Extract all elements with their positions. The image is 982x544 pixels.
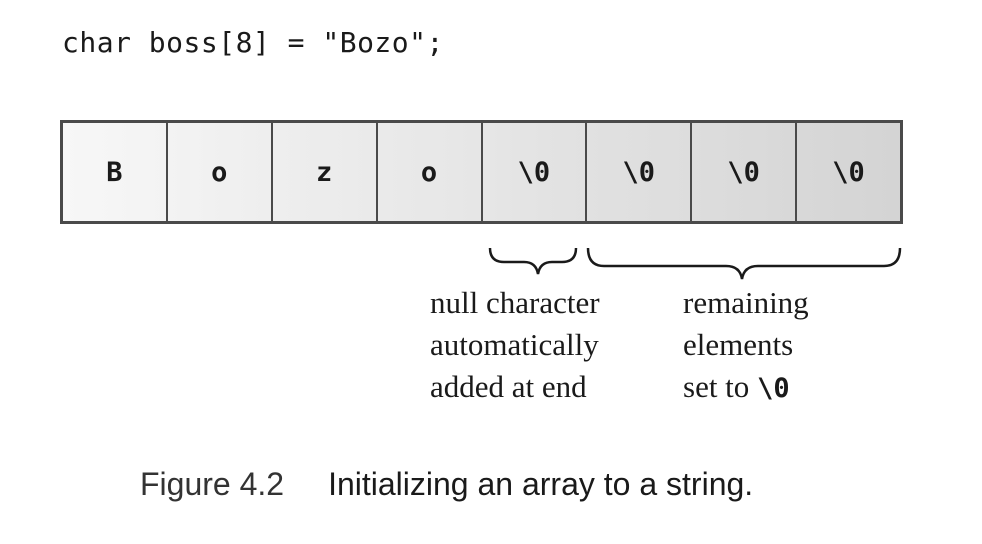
array-cell-4: \0 (482, 123, 588, 221)
array-cell-3: o (377, 123, 483, 221)
array-cell-7: \0 (797, 123, 900, 221)
array-cell-5: \0 (587, 123, 693, 221)
array-cell-6: \0 (692, 123, 798, 221)
code-declaration: char boss[8] = "Bozo"; (62, 26, 444, 59)
null-character-note: null character automatically added at en… (430, 282, 600, 408)
figure-caption: Figure 4.2 Initializing an array to a str… (140, 466, 753, 503)
brace-null-character (488, 247, 578, 275)
figure-number: Figure 4.2 (140, 466, 285, 502)
array-cell-1: o (167, 123, 273, 221)
remaining-elements-note: remaining elements set to \0 (683, 282, 809, 410)
remaining-note-null-code: \0 (757, 373, 790, 404)
null-note-line-1: null character (430, 285, 600, 320)
remaining-note-line-2: elements (683, 327, 794, 362)
figure-caption-text: Initializing an array to a string. (328, 466, 754, 502)
array-cell-2: z (272, 123, 378, 221)
remaining-note-line-1: remaining (683, 285, 809, 320)
array-cell-0: B (63, 123, 168, 221)
remaining-note-set-to: set to (683, 369, 758, 404)
brace-remaining-elements (586, 247, 902, 280)
null-note-line-2: automatically (430, 327, 599, 362)
remaining-note-line-3: set to \0 (683, 366, 809, 410)
null-note-line-3: added at end (430, 369, 587, 404)
